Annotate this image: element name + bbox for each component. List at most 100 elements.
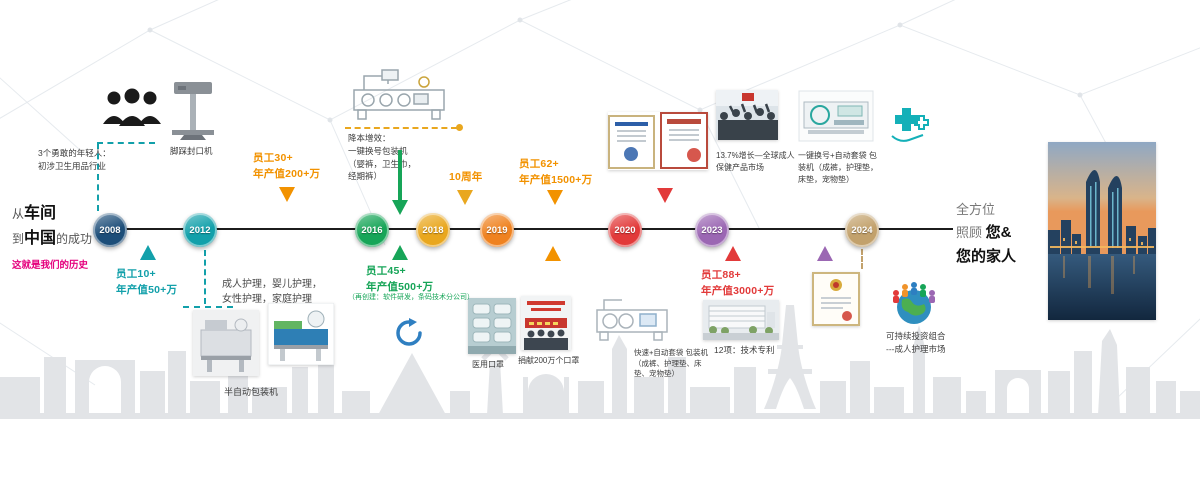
timeline-axis	[95, 228, 953, 230]
year-badge-2012: 2012	[183, 213, 217, 247]
growth-note-line-1: 13.7%增长—全球成人	[716, 151, 795, 160]
dashed-connector-semiauto-v	[204, 250, 206, 304]
up-arrow-2016	[392, 245, 408, 260]
onekey-note-line-1: 一键换号+自动套袋 包	[798, 151, 877, 160]
stat-2012-line-2: 年产值200+万	[253, 168, 321, 181]
down-arrow-2016-stem	[398, 150, 402, 202]
outro-line-3: 您的家人	[956, 247, 1017, 265]
sustain-note-line-1: 可持续投资组合	[886, 331, 946, 341]
celebration-photo	[716, 90, 778, 140]
dashed-connector-founders-v	[97, 143, 99, 211]
masks-photo	[468, 298, 516, 354]
year-badge-2019: 2019	[480, 213, 514, 247]
stat-2012: 员工30+ 年产值200+万	[253, 150, 320, 183]
dashed-connector-machine-top	[345, 127, 457, 129]
sustain-note-line-2: ---成人护理市场	[886, 343, 946, 354]
factory-building-photo	[703, 300, 779, 340]
outro-line-2: 照顾 您&	[956, 221, 1016, 245]
down-arrow-2020	[657, 188, 673, 203]
down-arrow-2019	[547, 190, 563, 205]
founders-icon	[100, 86, 164, 130]
onekey-machine-photo	[798, 90, 874, 142]
outro-line-1: 全方位	[956, 202, 996, 217]
founders-note-line-1: 3个勇敢的年轻人：	[38, 148, 111, 158]
stat-2016: 员工45+ 年产值500+万	[366, 263, 433, 296]
intro-line-1-pre: 从	[12, 207, 25, 221]
year-badge-2020: 2020	[608, 213, 642, 247]
intro-line-2: 到中国的成功	[12, 227, 92, 252]
semi-auto-caption: 半自动包装机	[224, 387, 279, 397]
stat-2012-line-1: 员工30+	[253, 152, 293, 164]
semi-auto-machine-render	[268, 303, 334, 365]
up-arrow-2008	[140, 245, 156, 260]
patents-caption: 12项：技术专利	[714, 345, 775, 355]
intro-line-1-bold: 车间	[24, 205, 57, 222]
onekey-note-line-3: 床垫，宠物垫）	[798, 175, 854, 184]
stat-2023: 员工88+ 年产值3000+万	[701, 267, 774, 300]
founders-note: 3个勇敢的年轻人： 初涉卫生用品行业	[38, 147, 158, 173]
stat-2023-line-2: 年产值3000+万	[701, 285, 775, 298]
dashed-connector-founders-h	[97, 142, 155, 144]
cost-note-line-1: 降本增效：	[348, 133, 391, 143]
intro-line-1: 从车间	[12, 202, 92, 227]
year-badge-2016: 2016	[355, 213, 389, 247]
cost-reduction-note: 降本增效： 一键换号包装机 （婴裤，卫生巾， 经期裤）	[348, 132, 426, 183]
year-badge-2018: 2018	[416, 213, 450, 247]
cost-note-line-4: 经期裤）	[348, 171, 383, 182]
outro-text: 全方位 照顾 您& 您的家人	[956, 200, 1016, 269]
year-badge-2023: 2023	[695, 213, 729, 247]
intro-line-2-pre: 到	[12, 231, 25, 246]
stat-2008-line-1: 员工10+	[116, 268, 156, 280]
certificates-image	[608, 112, 708, 170]
outro-line-2-pre: 照顾	[956, 224, 986, 240]
down-arrow-2016	[392, 200, 408, 215]
up-arrow-2023	[725, 246, 741, 261]
care-icon	[888, 104, 930, 144]
foot-sealer-caption: 脚踩封口机	[170, 146, 213, 156]
sustain-note: 可持续投资组合 ---成人护理市场	[886, 330, 966, 356]
fast-machine-drawing	[596, 296, 668, 344]
stat-2019-line-1: 员工62+	[519, 158, 559, 170]
stat-2019-line-2: 年产值1500+万	[519, 174, 593, 187]
onekey-note-line-2: 装机（成裤，护理垫，	[798, 163, 878, 172]
stat-2016-line-1: 员工45+	[366, 265, 406, 277]
stat-2023-line-1: 员工88+	[701, 269, 741, 281]
city-skyline-silhouette	[0, 305, 1200, 419]
care-categories-note: 成人护理，婴儿护理， 女性护理，家庭护理	[222, 277, 322, 307]
down-arrow-2012	[279, 187, 295, 202]
care-categories-line-1: 成人护理，婴儿护理，	[222, 279, 322, 290]
stat-2008-line-2: 年产值50+万	[116, 284, 178, 297]
anniversary-label: 10周年	[449, 171, 483, 183]
intro-line-2-bold: 中国	[24, 229, 57, 247]
donation-caption: 捐献200万个口罩	[518, 356, 580, 365]
packaging-machine-drawing	[352, 66, 447, 124]
intro-text: 从车间 到中国的成功 这就是我们的历史	[12, 202, 92, 271]
year-badge-2008: 2008	[93, 213, 127, 247]
growth-note-line-2: 保健产品市场	[716, 163, 764, 172]
foot-sealer-image	[166, 78, 220, 142]
stat-2008: 员工10+ 年产值50+万	[116, 266, 177, 299]
semi-auto-machine-photo	[193, 310, 259, 376]
up-arrow-2024	[817, 246, 833, 261]
intro-line-2-post: 的成功	[56, 231, 93, 246]
dashed-connector-2024-v	[861, 249, 863, 269]
care-categories-line-2: 女性护理，家庭护理	[222, 294, 312, 305]
cost-note-line-2: 一键换号包装机	[348, 145, 408, 156]
masks-caption: 医用口罩	[472, 360, 504, 369]
dashed-connector-end-dot	[456, 124, 463, 131]
cost-note-line-3: （婴裤，卫生巾，	[348, 158, 417, 169]
year-badge-2024: 2024	[845, 213, 879, 247]
donation-photo	[521, 296, 571, 350]
globe-people-icon	[888, 276, 940, 326]
up-arrow-2019	[545, 246, 561, 261]
patent-certificate-image	[812, 272, 860, 326]
fast-machine-caption: 快速+自动套袋 包装机（成裤、护理垫、床垫、宠物垫）	[634, 348, 708, 378]
stat-2019: 员工62+ 年产值1500+万	[519, 156, 592, 189]
stat-2016-subnote: （再创建：软件研发，条码技术分公司）	[348, 294, 474, 301]
founders-note-line-2: 初涉卫生用品行业	[38, 160, 107, 171]
cycle-icon	[394, 318, 424, 348]
outro-line-2-bold: 您&	[985, 223, 1012, 241]
onekey-note: 一键换号+自动套袋 包 装机（成裤，护理垫， 床垫，宠物垫）	[798, 150, 878, 186]
city-dusk-photo	[1048, 142, 1156, 320]
